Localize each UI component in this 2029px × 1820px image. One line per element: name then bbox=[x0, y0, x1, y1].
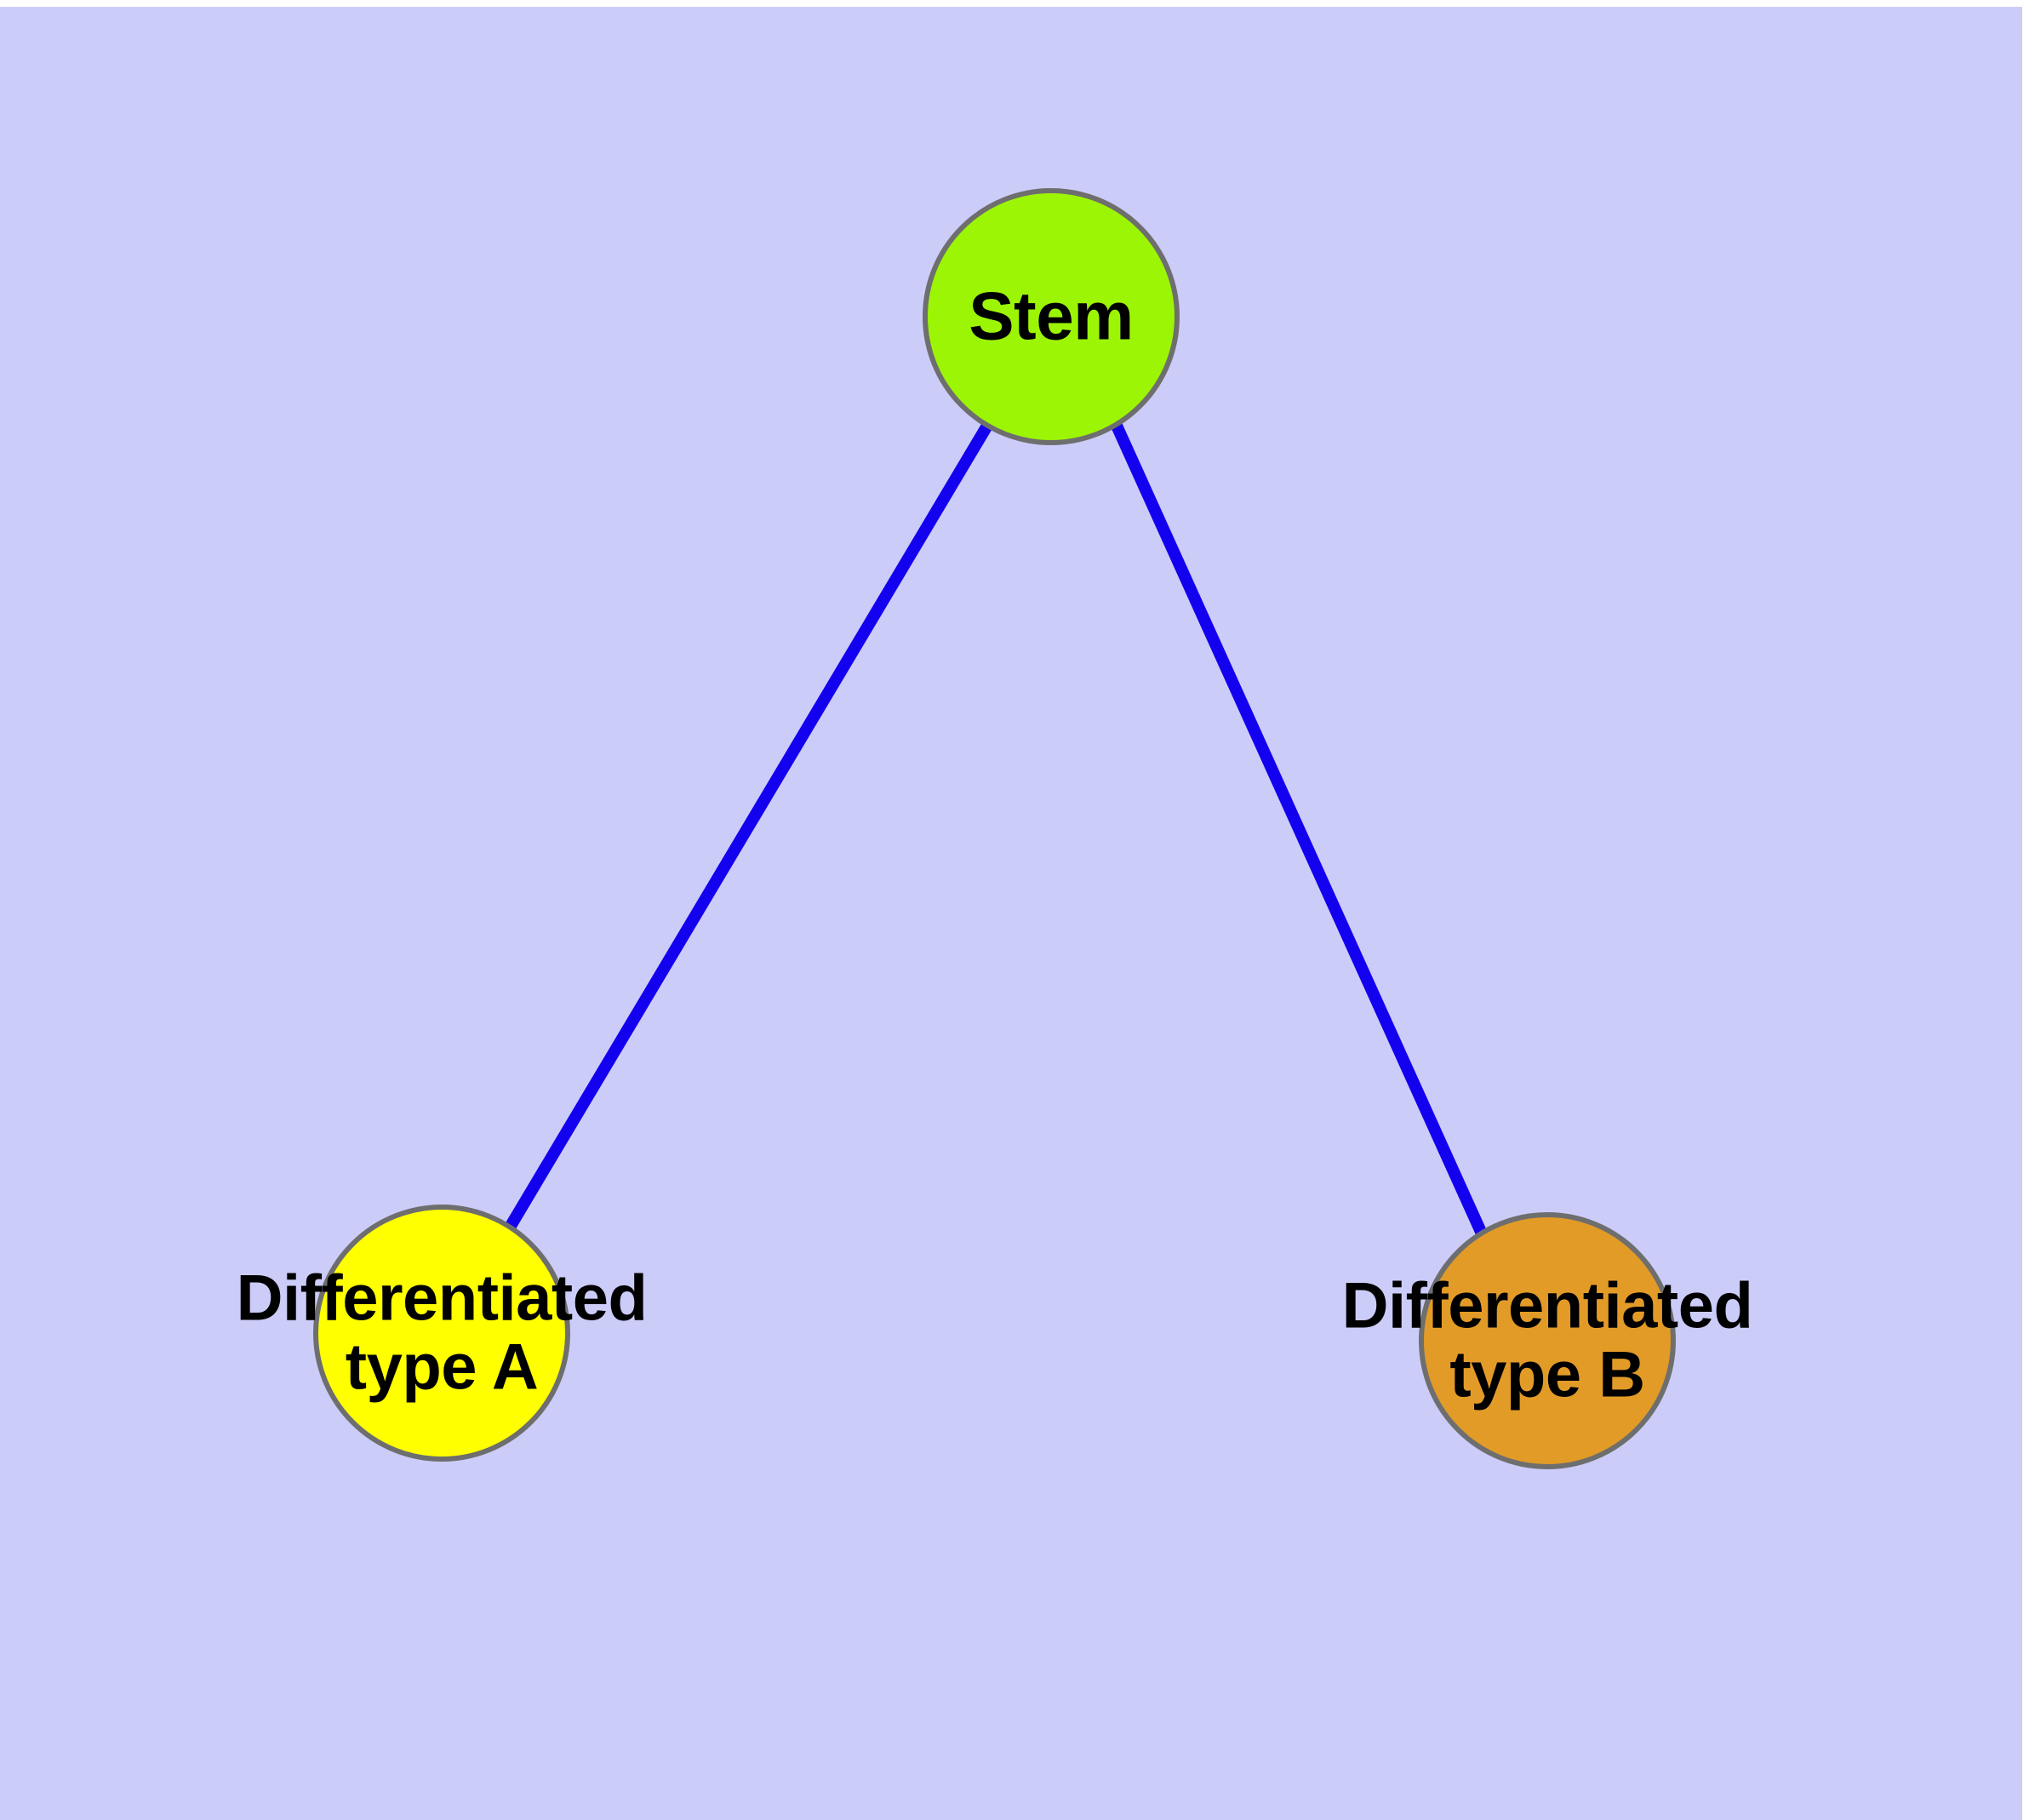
edge-stem-diff-a bbox=[505, 422, 993, 1229]
node-layer bbox=[313, 188, 1676, 1469]
node-diff-b[interactable] bbox=[1419, 1212, 1676, 1469]
edge-layer bbox=[505, 422, 1487, 1234]
node-diff-a[interactable] bbox=[313, 1205, 570, 1462]
edge-stem-diff-b bbox=[1111, 423, 1487, 1234]
node-stem[interactable] bbox=[923, 188, 1180, 445]
